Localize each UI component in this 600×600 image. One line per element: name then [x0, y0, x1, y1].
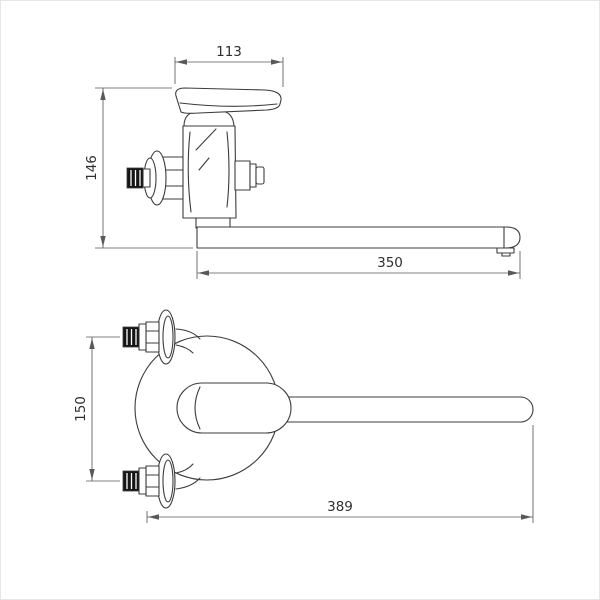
dim-label-overall-length: 389 [327, 499, 353, 515]
dim-label-handle-width: 113 [216, 44, 242, 60]
dim-spout-reach: 350 [196, 251, 521, 279]
spout-front [263, 396, 534, 423]
threaded-stub-icon [122, 470, 140, 492]
handle-front [176, 382, 292, 434]
dim-mount-spacing: 150 [73, 336, 120, 482]
threaded-stub-icon [122, 326, 140, 348]
dim-label-spout-reach: 350 [377, 255, 403, 271]
aerator [496, 247, 515, 254]
dim-overall-length: 389 [146, 425, 534, 523]
side-view [126, 87, 521, 257]
threaded-stub-icon [126, 167, 144, 189]
front-view [122, 309, 534, 509]
outlet-stub-side [234, 160, 265, 191]
mount-nut [145, 465, 160, 497]
mount-nut [145, 321, 160, 353]
dim-body-height: 146 [84, 87, 193, 249]
spout-side [196, 226, 521, 249]
dim-handle-width: 113 [174, 44, 284, 87]
wall-union-side [126, 150, 185, 206]
dim-label-mount-spacing: 150 [73, 396, 89, 422]
dim-label-body-height: 146 [84, 155, 100, 181]
wall-mount-bottom [122, 453, 176, 509]
lever-handle-side [175, 87, 282, 114]
wall-mount-top [122, 309, 176, 365]
